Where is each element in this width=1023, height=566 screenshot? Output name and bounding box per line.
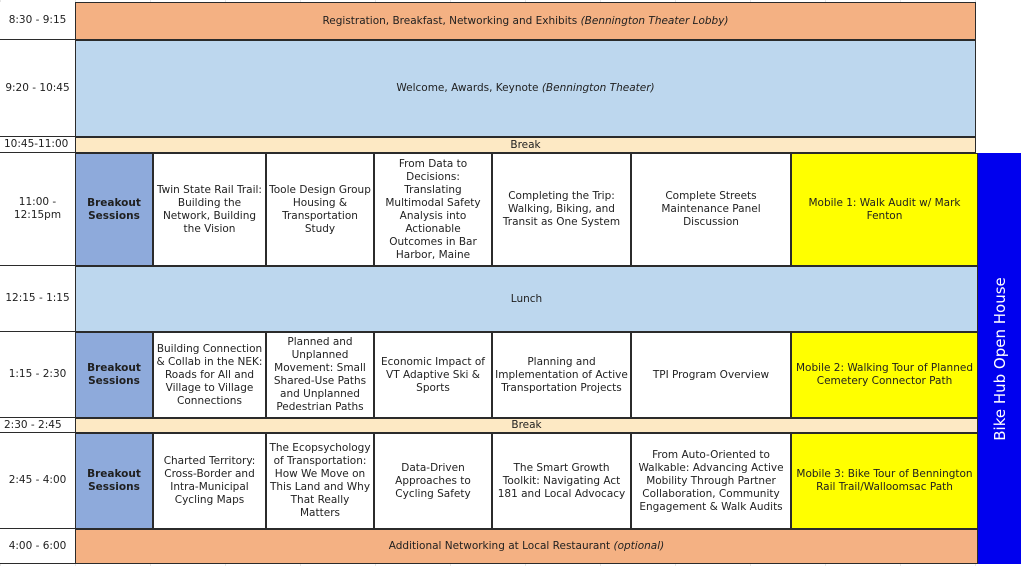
session-title: Completing the Trip: Walking, Biking, an… <box>502 190 621 228</box>
session-2-track-3[interactable]: Economic Impact of VT Adaptive Ski & Spo… <box>374 332 492 418</box>
session-3-track-3[interactable]: Data-Driven Approaches to Cycling Safety <box>374 433 492 529</box>
session-title: TPI Program Overview <box>652 368 770 381</box>
session-title: Building Connection & Collab in the NEK:… <box>156 342 263 407</box>
bike-hub-label: Bike Hub Open House <box>990 276 1009 441</box>
session-title: Toole Design Group Housing & Transportat… <box>269 183 371 235</box>
time-label: 11:00 - 12:15pm <box>13 196 62 221</box>
time-cell-1[interactable]: 8:30 - 9:15 <box>0 2 75 40</box>
breakout-label-3[interactable]: Breakout Sessions <box>75 433 153 529</box>
time-cell-3[interactable]: 10:45-11:00 <box>0 137 75 153</box>
time-cell-6[interactable]: 1:15 - 2:30 <box>0 332 75 418</box>
networking-note: (optional) <box>613 540 665 552</box>
session-2-track-1[interactable]: Building Connection & Collab in the NEK:… <box>153 332 266 418</box>
break-cell-1[interactable]: Break <box>75 137 976 153</box>
lunch-cell[interactable]: Lunch <box>75 266 978 332</box>
session-2-track-4[interactable]: Planning and Implementation of Active Tr… <box>492 332 631 418</box>
session-title: Planned and Unplanned Movement: Small Sh… <box>273 336 367 413</box>
time-cell-5[interactable]: 12:15 - 1:15 <box>0 266 75 332</box>
break-label: Break <box>510 138 541 151</box>
session-title: The Ecopsychology of Transportation: How… <box>269 442 371 519</box>
session-title: Mobile 1: Walk Audit w/ Mark Fenton <box>808 196 961 222</box>
session-title: The Smart Growth Toolkit: Navigating Act… <box>497 461 626 500</box>
session-3-track-5[interactable]: From Auto-Oriented to Walkable: Advancin… <box>631 433 791 529</box>
breakout-text: Breakout Sessions <box>87 468 141 493</box>
session-title: Planning and Implementation of Active Tr… <box>495 355 628 394</box>
breakout-label-2[interactable]: Breakout Sessions <box>75 332 153 418</box>
session-1-mobile[interactable]: Mobile 1: Walk Audit w/ Mark Fenton <box>791 153 978 266</box>
networking-text: Additional Networking at Local Restauran… <box>389 540 664 553</box>
time-cell-2[interactable]: 9:20 - 10:45 <box>0 40 75 137</box>
session-1-track-5[interactable]: Complete Streets Maintenance Panel Discu… <box>631 153 791 266</box>
session-3-mobile[interactable]: Mobile 3: Bike Tour of Bennington Rail T… <box>791 433 978 529</box>
breakout-label-1[interactable]: Breakout Sessions <box>75 153 153 266</box>
welcome-label: Welcome, Awards, Keynote <box>396 82 539 94</box>
time-label: 10:45-11:00 <box>4 138 69 150</box>
session-3-track-2[interactable]: The Ecopsychology of Transportation: How… <box>266 433 374 529</box>
welcome-location: (Bennington Theater) <box>541 82 655 94</box>
session-2-mobile[interactable]: Mobile 2: Walking Tour of Planned Cemete… <box>791 332 978 418</box>
welcome-cell[interactable]: Welcome, Awards, Keynote (Bennington The… <box>75 40 976 137</box>
session-title: Complete Streets Maintenance Panel Discu… <box>661 190 761 228</box>
session-3-track-4[interactable]: The Smart Growth Toolkit: Navigating Act… <box>492 433 631 529</box>
session-2-track-2[interactable]: Planned and Unplanned Movement: Small Sh… <box>266 332 374 418</box>
welcome-text: Welcome, Awards, Keynote (Bennington The… <box>396 82 654 95</box>
registration-cell[interactable]: Registration, Breakfast, Networking and … <box>75 2 976 40</box>
session-1-track-3[interactable]: From Data to Decisions: Translating Mult… <box>374 153 492 266</box>
time-cell-4[interactable]: 11:00 - 12:15pm <box>0 153 75 266</box>
session-2-track-5[interactable]: TPI Program Overview <box>631 332 791 418</box>
session-title: Mobile 2: Walking Tour of Planned Cemete… <box>796 362 973 387</box>
registration-label: Registration, Breakfast, Networking and … <box>322 14 578 27</box>
session-title: From Auto-Oriented to Walkable: Advancin… <box>638 448 784 513</box>
lunch-label: Lunch <box>510 292 543 305</box>
session-title: Twin State Rail Trail: Building the Netw… <box>157 183 262 235</box>
networking-cell[interactable]: Additional Networking at Local Restauran… <box>75 529 978 564</box>
session-title: Data-Driven Approaches to Cycling Safety <box>395 461 471 500</box>
session-1-track-1[interactable]: Twin State Rail Trail: Building the Netw… <box>153 153 266 266</box>
time-label: 12:15 - 1:15 <box>5 292 70 304</box>
breakout-text: Breakout Sessions <box>87 362 141 387</box>
session-1-track-4[interactable]: Completing the Trip: Walking, Biking, an… <box>492 153 631 266</box>
session-3-track-1[interactable]: Charted Territory: Cross-Border and Intr… <box>153 433 266 529</box>
session-title: Mobile 3: Bike Tour of Bennington Rail T… <box>796 468 973 493</box>
time-label: 2:30 - 2:45 <box>4 418 62 431</box>
session-title: From Data to Decisions: Translating Mult… <box>385 157 481 261</box>
time-label: 2:45 - 4:00 <box>8 474 67 486</box>
session-title: Charted Territory: Cross-Border and Intr… <box>163 455 256 506</box>
time-label: 4:00 - 6:00 <box>8 539 67 552</box>
time-cell-7[interactable]: 2:30 - 2:45 <box>0 418 75 433</box>
time-label: 8:30 - 9:15 <box>8 14 67 26</box>
time-cell-9[interactable]: 4:00 - 6:00 <box>0 529 75 564</box>
breakout-text: Breakout Sessions <box>87 196 141 222</box>
time-cell-8[interactable]: 2:45 - 4:00 <box>0 433 75 529</box>
break-cell-2[interactable]: Break <box>75 418 978 433</box>
time-label: 9:20 - 10:45 <box>5 81 70 94</box>
time-label: 1:15 - 2:30 <box>8 368 67 380</box>
registration-location: (Bennington Theater Lobby) <box>580 14 729 27</box>
break-label: Break <box>511 419 542 431</box>
session-title: Economic Impact of VT Adaptive Ski & Spo… <box>381 355 485 394</box>
registration-text: Registration, Breakfast, Networking and … <box>322 15 728 28</box>
networking-label: Additional Networking at Local Restauran… <box>388 540 611 552</box>
session-1-track-2[interactable]: Toole Design Group Housing & Transportat… <box>266 153 374 266</box>
bike-hub-column[interactable]: Bike Hub Open House <box>978 153 1021 564</box>
